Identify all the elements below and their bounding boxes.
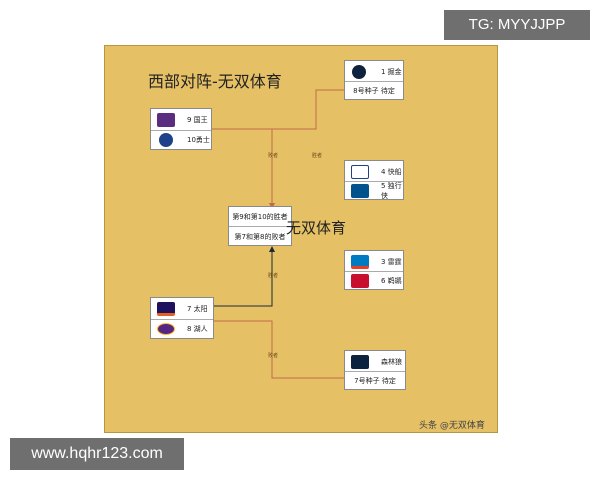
team-label: 3 雷霆 [381,257,402,266]
playin-top-box: 9 国王 10勇士 [150,108,212,150]
team-label: 10勇士 [187,136,210,144]
clippers-logo-icon [351,165,369,179]
playin-middle-box: 第9和第10的胜者 第7和第8的败者 [228,206,292,246]
divider [345,271,403,272]
divider [345,81,403,82]
connector-winner-to-series1 [212,89,344,130]
middle-line-2: 第7和第8的败者 [234,233,286,241]
team-row-thunder: 3 雷霆 [345,253,403,270]
connector-winner-to-series4 [214,320,344,379]
team-row-suns: 7 太阳 [151,300,213,318]
watermark-credit: 头条 @无双体育 [419,421,485,431]
connector-label-winner: 胜者 [312,153,323,159]
team-row-timberwolves: 森林狼 [345,353,405,370]
series-4-box: 森林狼 7号种子 待定 [344,350,406,390]
connector-label-loser: 败者 [268,353,279,359]
team-label: 8 湖人 [187,325,208,333]
divider [151,130,211,131]
mavericks-logo-icon [351,184,369,198]
overlay-tag-bottom-left: www.hqhr123.com [10,438,184,470]
team-row-kings: 9 国王 [151,111,211,129]
team-label: 5 独行侠 [381,182,402,200]
nuggets-logo-icon [352,65,366,79]
series-3-box: 3 雷霆 6 鹈鹕 [344,250,404,290]
timberwolves-logo-icon [351,355,369,369]
team-label: 6 鹈鹕 [381,277,402,285]
suns-logo-icon [157,302,175,316]
series-1-box: 1 掘金 8号种子 待定 [344,60,404,100]
thunder-logo-icon [351,255,369,269]
team-row-warriors: 10勇士 [151,131,211,149]
connector-label-loser: 败者 [268,153,279,159]
kings-logo-icon [157,113,175,127]
playin-bottom-box: 7 太阳 8 湖人 [150,297,214,339]
team-label: 森林狼 [381,357,402,366]
arrow-up-middle [269,246,275,252]
divider [151,319,213,320]
team-row-tbd: 8号种子 待定 [345,82,403,100]
team-row-tbd: 7号种子 待定 [345,372,405,390]
page-title: 西部对阵-无双体育 [148,72,282,91]
team-row-lakers: 8 湖人 [151,320,213,338]
overlay-tag-top-right: TG: MYYJJPP [444,10,590,40]
middle-line-1: 第9和第10的胜者 [232,213,288,221]
connector-loser-up-middle [214,250,273,307]
team-row-mavericks: 5 独行侠 [345,182,403,200]
team-label: 8号种子 待定 [353,87,395,95]
team-row-pelicans: 6 鹈鹕 [345,272,403,290]
team-label: 4 快船 [381,167,402,176]
series-2-box: 4 快船 5 独行侠 [344,160,404,200]
divider [229,226,291,227]
team-label: 7 太阳 [187,305,208,313]
team-row-clippers: 4 快船 [345,163,403,180]
team-row-nuggets: 1 掘金 [345,63,403,80]
connector-label-winner: 胜者 [268,273,279,279]
watermark-center: 无双体育 [286,219,347,237]
team-label: 9 国王 [187,116,208,124]
team-label: 7号种子 待定 [354,377,396,385]
connector-loser-to-middle [212,128,273,205]
divider [345,371,405,372]
warriors-logo-icon [159,133,173,147]
pelicans-logo-icon [351,274,369,288]
lakers-logo-icon [157,323,175,335]
team-label: 1 掘金 [381,67,402,76]
divider [345,181,403,182]
